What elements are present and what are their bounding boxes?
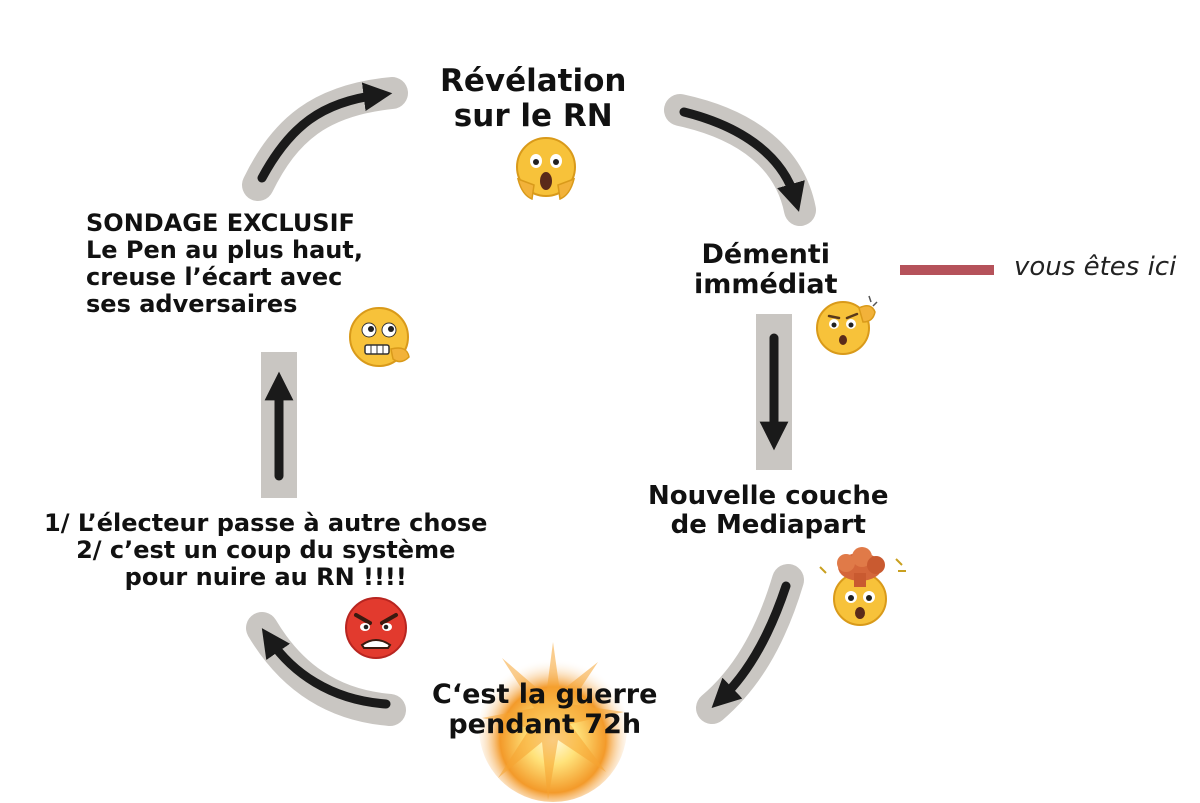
arrow-sondage-to-revelation: [242, 77, 408, 201]
node-sondage-line: ses adversaires: [86, 289, 298, 318]
face-screaming-in-fear-icon: [516, 137, 576, 201]
node-electeur-line: 2/ c’est un coup du système: [76, 535, 456, 564]
node-electeur: 1/ L’électeur passe à autre chose 2/ c’e…: [44, 510, 487, 591]
arrow-guerre-to-electeur: [246, 612, 406, 726]
angry-face-icon: [345, 597, 407, 659]
node-revelation-line: sur le RN: [453, 97, 613, 134]
node-mediapart: Nouvelle couche de Mediapart: [648, 481, 889, 541]
you-are-here-bar: [900, 265, 994, 275]
node-sondage-line: SONDAGE EXCLUSIF: [86, 209, 355, 237]
node-revelation: Révélation sur le RN: [440, 64, 626, 133]
arrow-revelation-to-dementi: [664, 94, 816, 226]
node-dementi-line: Démenti: [701, 239, 831, 270]
node-guerre-line: pendant 72h: [448, 709, 642, 741]
explosion-burst-icon: [479, 642, 627, 802]
node-mediapart-line: Nouvelle couche: [648, 481, 889, 511]
node-electeur-line: pour nuire au RN !!!!: [124, 562, 407, 591]
you-are-here-label: vous êtes ici: [1014, 252, 1177, 282]
confused-face-scratching-head-icon: [816, 295, 878, 355]
node-sondage: SONDAGE EXCLUSIF Le Pen au plus haut, cr…: [86, 210, 363, 318]
node-electeur-line: 1/ L’électeur passe à autre chose: [44, 509, 488, 537]
arrow-mediapart-to-guerre: [696, 564, 804, 724]
node-revelation-line: Révélation: [440, 63, 627, 99]
node-sondage-line: creuse l’écart avec: [86, 262, 343, 291]
node-sondage-line: Le Pen au plus haut,: [86, 235, 363, 264]
grimacing-face-icon: [349, 307, 410, 367]
node-dementi-line: immédiat: [694, 269, 838, 301]
node-guerre-line: C‘est la guerre: [432, 679, 658, 710]
exploding-head-icon: [819, 547, 906, 626]
node-dementi: Démenti immédiat: [694, 239, 838, 301]
node-guerre: C‘est la guerre pendant 72h: [432, 679, 658, 741]
node-mediapart-line: de Mediapart: [670, 510, 866, 541]
